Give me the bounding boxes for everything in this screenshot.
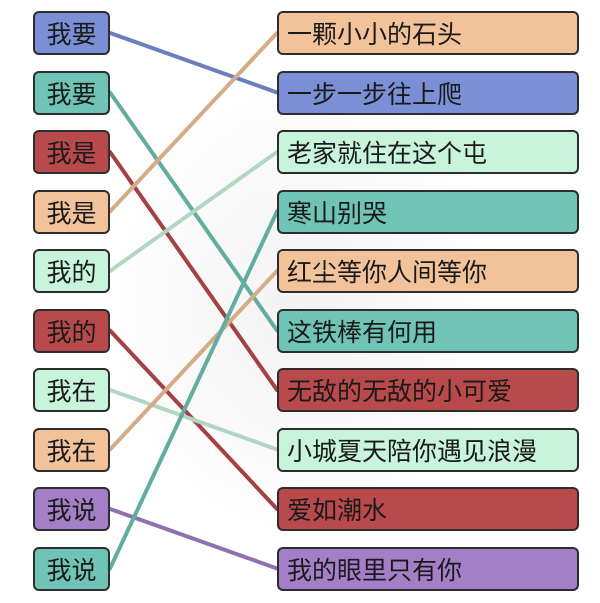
right-phrase-tile[interactable]: 一步一步往上爬 (277, 70, 579, 115)
connection-line (108, 150, 279, 273)
connection-line (108, 507, 279, 571)
left-word-tile[interactable]: 我的 (33, 249, 110, 293)
left-word-tile[interactable]: 我的 (33, 308, 110, 353)
left-word-label: 我的 (46, 258, 97, 287)
left-word-tile[interactable]: 我要 (33, 11, 110, 55)
left-word-label: 我要 (46, 79, 97, 109)
left-word-label: 我说 (46, 496, 97, 525)
right-phrase-tile[interactable]: 爱如潮水 (277, 487, 579, 531)
right-phrase-label: 一颗小小的石头 (287, 20, 463, 49)
right-phrase-label: 红尘等你人间等你 (287, 258, 488, 287)
right-phrase-label: 寒山别哭 (287, 198, 388, 228)
connection-line (108, 209, 279, 571)
left-word-label: 我说 (46, 555, 97, 585)
connection-line (108, 31, 279, 214)
right-phrase-tile[interactable]: 寒山别哭 (277, 189, 579, 234)
right-phrase-label: 小城夏天陪你遇见浪漫 (287, 436, 538, 466)
connection-line (108, 269, 279, 452)
right-phrase-tile[interactable]: 我的眼里只有你 (277, 546, 579, 591)
right-phrase-tile[interactable]: 小城夏天陪你遇见浪漫 (277, 427, 579, 472)
left-word-tile[interactable]: 我在 (33, 368, 110, 412)
right-phrase-tile[interactable]: 这铁棒有何用 (277, 308, 579, 353)
connection-line (108, 31, 279, 95)
left-word-tile[interactable]: 我要 (33, 70, 110, 115)
left-word-label: 我在 (46, 436, 97, 466)
left-word-label: 我要 (46, 20, 97, 49)
right-phrase-label: 无敌的无敌的小可爱 (287, 377, 513, 406)
left-word-label: 我在 (46, 377, 97, 406)
right-phrase-label: 爱如潮水 (287, 496, 388, 525)
left-word-tile[interactable]: 我是 (33, 130, 110, 174)
right-phrase-label: 我的眼里只有你 (287, 555, 463, 585)
left-word-tile[interactable]: 我说 (33, 487, 110, 531)
left-word-tile[interactable]: 我说 (33, 546, 110, 591)
connection-line (108, 150, 279, 392)
left-word-tile[interactable]: 我在 (33, 427, 110, 472)
right-phrase-tile[interactable]: 老家就住在这个屯 (277, 130, 579, 174)
right-phrase-label: 老家就住在这个屯 (287, 139, 488, 168)
right-phrase-label: 这铁棒有何用 (287, 317, 438, 347)
right-phrase-tile[interactable]: 一颗小小的石头 (277, 11, 579, 55)
left-word-tile[interactable]: 我是 (33, 189, 110, 234)
left-word-label: 我的 (46, 317, 97, 347)
right-phrase-tile[interactable]: 红尘等你人间等你 (277, 249, 579, 293)
right-phrase-tile[interactable]: 无敌的无敌的小可爱 (277, 368, 579, 412)
connection-line (108, 388, 279, 452)
left-word-label: 我是 (46, 198, 97, 228)
right-phrase-label: 一步一步往上爬 (287, 79, 463, 109)
left-word-label: 我是 (46, 139, 97, 168)
